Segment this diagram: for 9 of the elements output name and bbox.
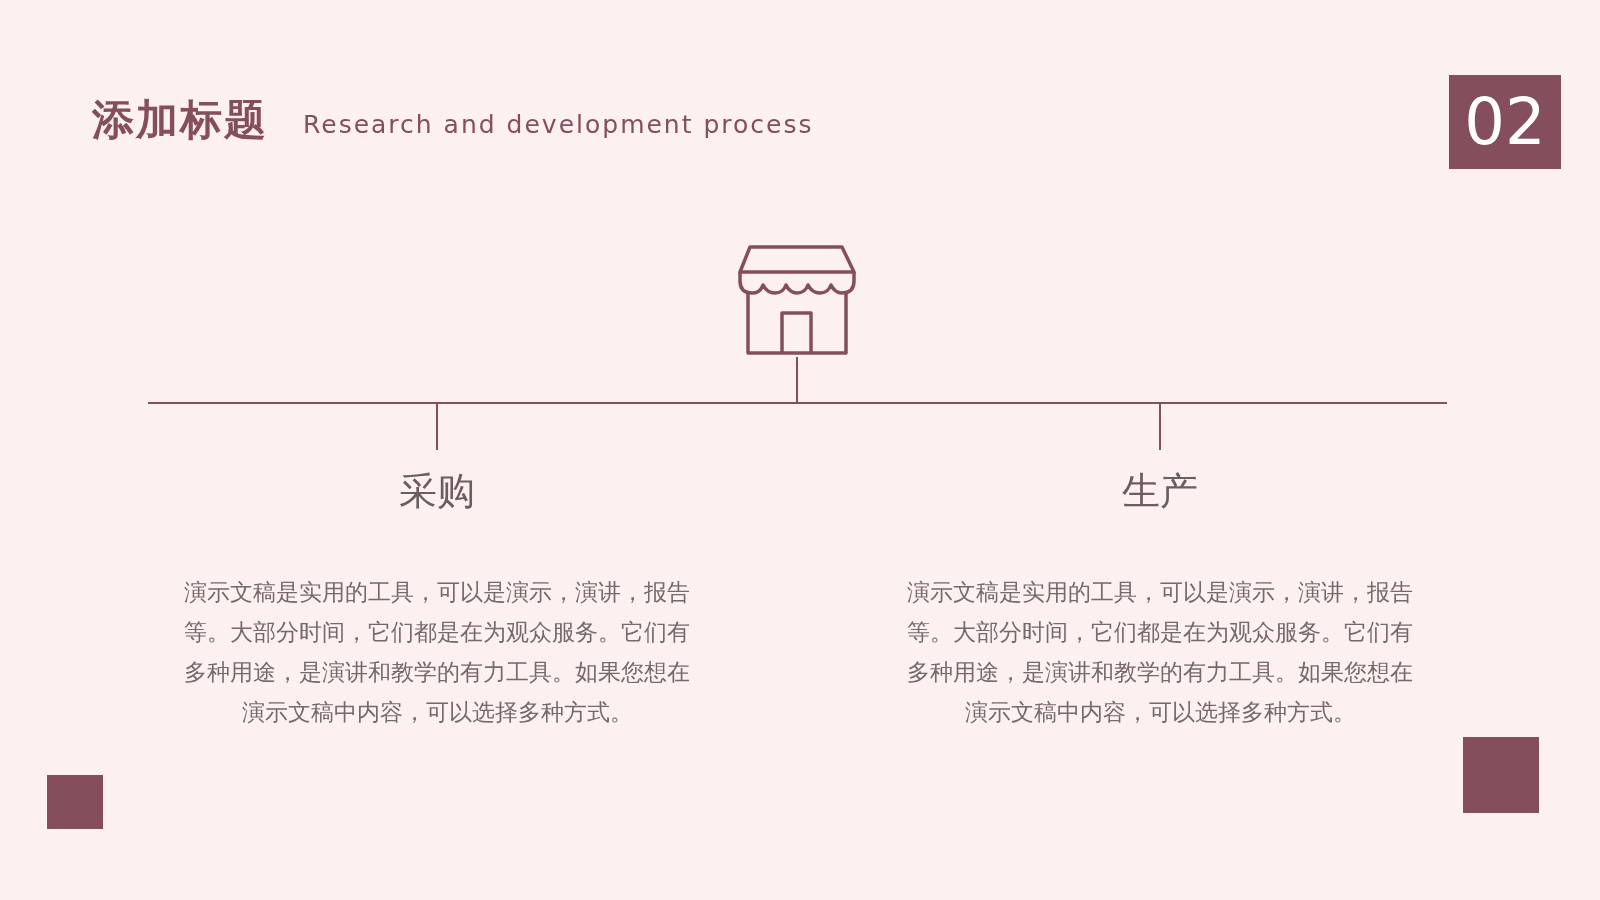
description-text: 演示文稿是实用的工具，可以是演示，演讲，报告等。大部分时间，它们都是在为观众服务。它们有多种用途，是演讲和教学的有力工具。如果您想在演示文稿中内容，可以选择多种方式。 (183, 578, 691, 727)
store-icon (738, 245, 856, 357)
title: 添加标题 (92, 94, 268, 146)
subtitle: Research and development process (303, 110, 814, 139)
description-text: 演示文稿是实用的工具，可以是演示，演讲，报告等。大部分时间，它们都是在为观众服务。它们有多种用途，是演讲和教学的有力工具。如果您想在演示文稿中内容，可以选择多种方式。 (906, 578, 1414, 727)
connector-line (796, 356, 1161, 451)
page-number: 02 (1449, 75, 1561, 169)
section-heading: 采购 (399, 468, 475, 514)
section-heading: 生产 (1122, 468, 1198, 514)
